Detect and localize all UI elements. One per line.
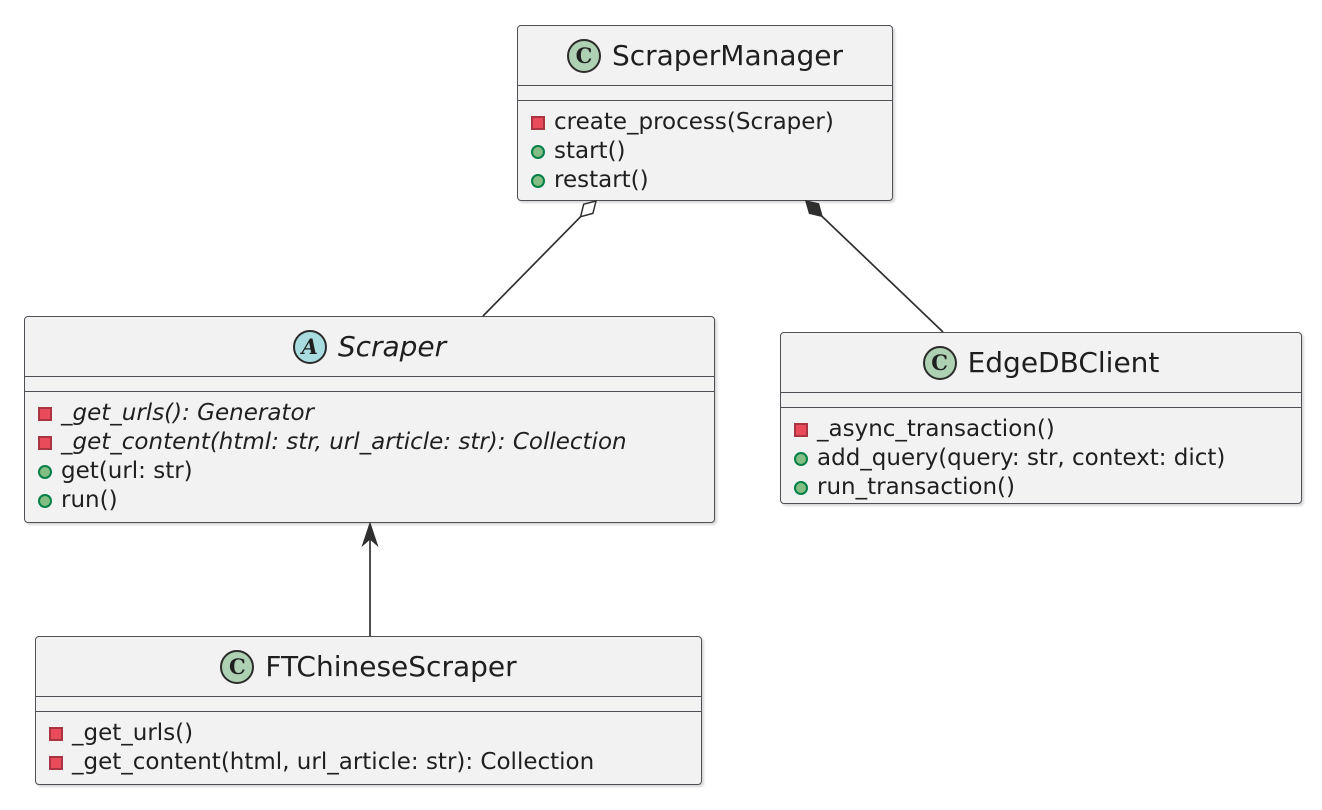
- class-header: C FTChineseScraper: [36, 637, 701, 697]
- method-text: restart(): [554, 167, 649, 193]
- method-text: add_query(query: str, context: dict): [817, 445, 1226, 471]
- class-box-scraper: A Scraper _get_urls(): Generator _get_co…: [24, 316, 715, 523]
- methods-compartment: _get_urls(): Generator _get_content(html…: [25, 392, 714, 522]
- public-visibility-icon: [531, 144, 545, 159]
- private-visibility-icon: [794, 422, 808, 437]
- method-item: get(url: str): [38, 457, 704, 486]
- method-item: add_query(query: str, context: dict): [794, 444, 1291, 473]
- method-item: restart(): [531, 166, 882, 195]
- methods-compartment: _async_transaction() add_query(query: st…: [781, 408, 1301, 503]
- fields-compartment: [36, 697, 701, 712]
- class-icon: C: [566, 38, 601, 73]
- method-item: _get_content(html, url_article: str): Co…: [49, 748, 691, 777]
- composition-edge: [821, 215, 944, 333]
- class-box-ftchinesescraper: C FTChineseScraper _get_urls() _get_cont…: [35, 636, 702, 785]
- method-item: run_transaction(): [794, 473, 1291, 502]
- class-header: C EdgeDBClient: [781, 333, 1301, 393]
- public-visibility-icon: [794, 480, 808, 495]
- aggregation-edge: [482, 216, 582, 317]
- private-visibility-icon: [531, 115, 545, 130]
- method-item: _get_urls(): Generator: [38, 399, 704, 428]
- class-box-scrapermanager: C ScraperManager create_process(Scraper)…: [517, 25, 893, 201]
- method-item: run(): [38, 486, 704, 515]
- method-text: create_process(Scraper): [554, 109, 834, 135]
- class-title: FTChineseScraper: [265, 649, 517, 683]
- class-header: A Scraper: [25, 317, 714, 377]
- methods-compartment: _get_urls() _get_content(html, url_artic…: [36, 712, 701, 784]
- public-visibility-icon: [794, 451, 808, 466]
- method-text: start(): [554, 138, 626, 164]
- private-visibility-icon: [49, 755, 63, 770]
- private-visibility-icon: [38, 406, 52, 421]
- method-item: create_process(Scraper): [531, 108, 882, 137]
- fields-compartment: [518, 86, 892, 101]
- public-visibility-icon: [531, 173, 545, 188]
- method-item: start(): [531, 137, 882, 166]
- hollow-diamond-icon: [579, 199, 598, 218]
- class-title: EdgeDBClient: [967, 345, 1160, 379]
- method-text: run_transaction(): [817, 474, 1015, 500]
- method-text: get(url: str): [61, 458, 193, 484]
- method-item: _get_urls(): [49, 719, 691, 748]
- methods-compartment: create_process(Scraper) start() restart(…: [518, 101, 892, 200]
- class-icon: C: [220, 649, 255, 684]
- fields-compartment: [25, 377, 714, 392]
- class-title: Scraper: [337, 329, 447, 363]
- method-text: _get_content(html, url_article: str): Co…: [72, 749, 595, 775]
- abstract-class-icon: A: [292, 329, 327, 364]
- method-text: _get_urls(): Generator: [61, 400, 314, 426]
- public-visibility-icon: [38, 493, 52, 508]
- public-visibility-icon: [38, 464, 52, 479]
- method-text: _async_transaction(): [817, 416, 1055, 442]
- private-visibility-icon: [38, 435, 52, 450]
- method-item: _async_transaction(): [794, 415, 1291, 444]
- method-text: run(): [61, 487, 118, 513]
- method-text: _get_urls(): [72, 720, 194, 746]
- filled-diamond-icon: [804, 199, 823, 218]
- class-icon: C: [922, 345, 957, 380]
- method-item: _get_content(html: str, url_article: str…: [38, 428, 704, 457]
- arrowhead-icon: [361, 521, 379, 548]
- fields-compartment: [781, 393, 1301, 408]
- class-title: ScraperManager: [611, 38, 844, 72]
- private-visibility-icon: [49, 726, 63, 741]
- method-text: _get_content(html: str, url_article: str…: [61, 429, 627, 455]
- class-header: C ScraperManager: [518, 26, 892, 86]
- class-box-edgedbclient: C EdgeDBClient _async_transaction() add_…: [780, 332, 1302, 504]
